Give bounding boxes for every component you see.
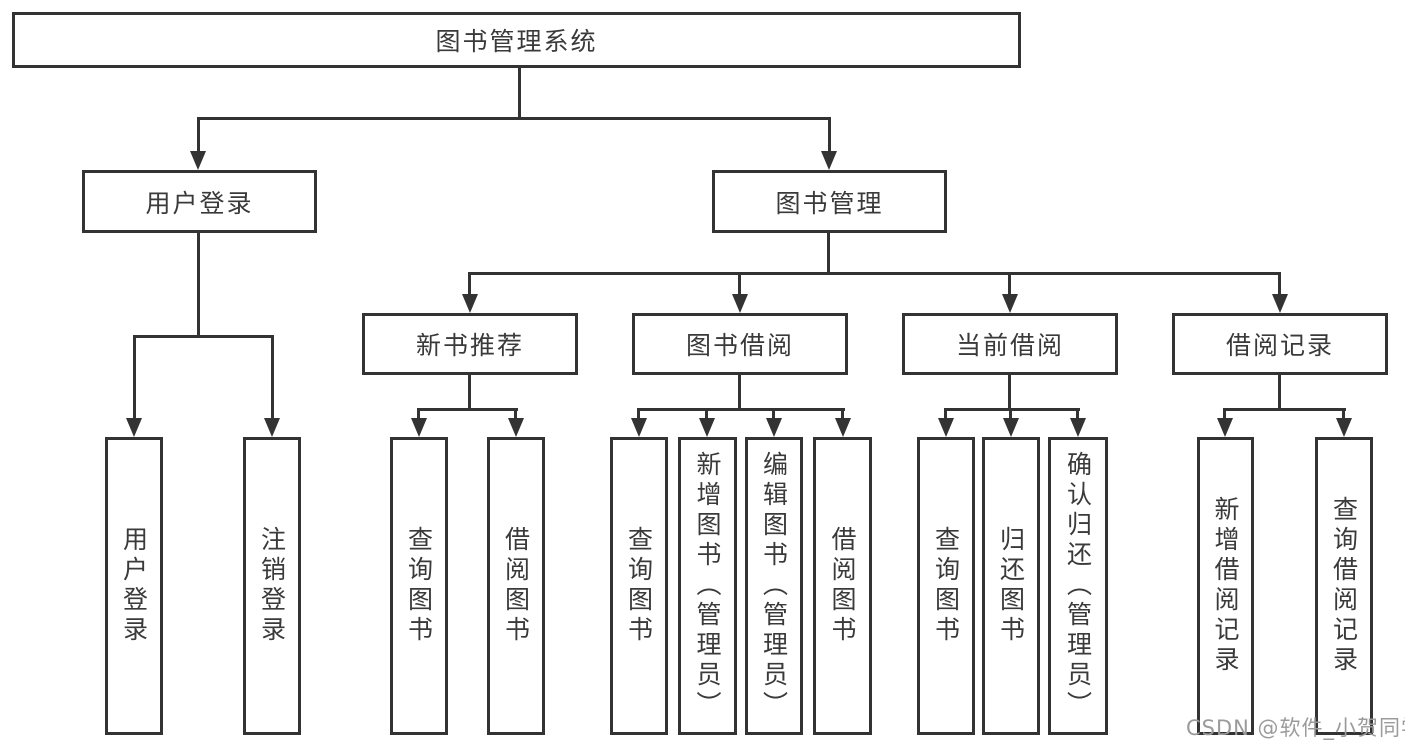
node-label: 查询图书 [404, 526, 434, 646]
node-label: 查询图书 [931, 526, 961, 646]
connector-line [518, 68, 521, 120]
connector-line [841, 408, 844, 420]
node-label: 借阅图书 [828, 526, 857, 646]
node-book-management: 图书管理 [712, 170, 947, 233]
leaf-add-borrow-record: 新增借阅记录 [1197, 437, 1254, 735]
arrow-down-icon [1002, 294, 1018, 313]
arrow-down-icon [1070, 418, 1086, 437]
arrow-down-icon [631, 418, 647, 437]
arrow-down-icon [766, 418, 782, 437]
leaf-edit-books-admin: 编辑图书（管理员） [745, 437, 803, 735]
connector-line [637, 408, 845, 411]
connector-line [1278, 272, 1281, 296]
connector-line [1223, 408, 1346, 411]
arrow-down-icon [1272, 294, 1288, 313]
connector-line [133, 335, 274, 338]
arrow-down-icon [411, 418, 427, 437]
connector-line [514, 408, 517, 420]
connector-line [827, 233, 830, 275]
connector-line [828, 117, 831, 153]
leaf-borrow-books-recommend: 借阅图书 [487, 437, 545, 735]
arrow-down-icon [821, 151, 837, 170]
connector-line [197, 117, 831, 120]
node-current-borrowing: 当前借阅 [902, 313, 1118, 375]
leaf-user-login: 用户登录 [105, 437, 163, 735]
leaf-search-books-current: 查询图书 [917, 437, 975, 735]
connector-line [944, 408, 1080, 411]
connector-line [1278, 375, 1281, 411]
leaf-search-borrow-record: 查询借阅记录 [1315, 437, 1373, 735]
arrow-down-icon [1003, 418, 1019, 437]
leaf-logout: 注销登录 [243, 437, 301, 735]
node-label: 新增图书（管理员） [693, 451, 722, 721]
arrow-down-icon [508, 418, 524, 437]
connector-line [637, 408, 640, 420]
node-borrowing-records: 借阅记录 [1172, 313, 1388, 375]
connector-line [468, 272, 1280, 275]
node-label: 图书管理系统 [435, 27, 598, 56]
connector-line [1009, 408, 1012, 420]
connector-line [468, 375, 471, 411]
node-label: 借阅图书 [501, 526, 531, 646]
connector-line [197, 117, 200, 153]
arrow-down-icon [938, 418, 954, 437]
connector-line [1076, 408, 1079, 420]
node-label: 用户登录 [145, 188, 254, 218]
arrow-down-icon [699, 418, 715, 437]
connector-line [417, 408, 518, 411]
node-label: 编辑图书（管理员） [759, 451, 789, 721]
arrow-down-icon [732, 294, 748, 313]
arrow-down-icon [1336, 418, 1352, 437]
csdn-watermark: CSDN @软件_小贺同学 [1186, 716, 1405, 740]
arrow-down-icon [264, 418, 280, 437]
node-label: 用户登录 [119, 526, 149, 646]
connector-line [705, 408, 708, 420]
connector-line [1342, 408, 1345, 420]
node-label: 新书推荐 [415, 331, 524, 360]
node-label: 新增借阅记录 [1211, 496, 1240, 676]
leaf-search-books-recommend: 查询图书 [390, 437, 448, 735]
node-label: 注销登录 [257, 526, 287, 646]
connector-line [738, 375, 741, 411]
connector-line [1223, 408, 1226, 420]
connector-line [738, 272, 741, 296]
leaf-return-books: 归还图书 [982, 437, 1040, 735]
connector-line [417, 408, 420, 420]
connector-line [197, 233, 200, 338]
arrow-down-icon [190, 151, 206, 170]
leaf-borrow-books-borrowing: 借阅图书 [813, 437, 872, 735]
node-new-book-recommendation: 新书推荐 [362, 313, 578, 375]
node-user-login: 用户登录 [82, 170, 317, 233]
node-label: 图书借阅 [685, 331, 794, 360]
arrow-down-icon [1217, 418, 1233, 437]
node-label: 归还图书 [996, 526, 1026, 646]
node-label: 确认归还（管理员） [1063, 451, 1093, 721]
arrow-down-icon [835, 418, 851, 437]
node-library-management-system: 图书管理系统 [12, 12, 1021, 68]
leaf-add-books-admin: 新增图书（管理员） [678, 437, 737, 735]
node-label: 查询借阅记录 [1329, 496, 1359, 676]
node-book-borrowing: 图书借阅 [632, 313, 848, 375]
node-label: 图书管理 [775, 188, 884, 218]
node-label: 查询图书 [624, 526, 654, 646]
connector-line [944, 408, 947, 420]
connector-line [1008, 272, 1011, 296]
node-label: 当前借阅 [955, 331, 1064, 360]
connector-line [1008, 375, 1011, 411]
connector-line [271, 335, 274, 420]
node-label: 借阅记录 [1225, 331, 1334, 360]
leaf-search-books-borrowing: 查询图书 [610, 437, 668, 735]
arrow-down-icon [462, 294, 478, 313]
connector-line [772, 408, 775, 420]
arrow-down-icon [126, 418, 142, 437]
leaf-confirm-return-admin: 确认归还（管理员） [1048, 437, 1108, 735]
connector-line [468, 272, 471, 296]
connector-line [133, 335, 136, 420]
